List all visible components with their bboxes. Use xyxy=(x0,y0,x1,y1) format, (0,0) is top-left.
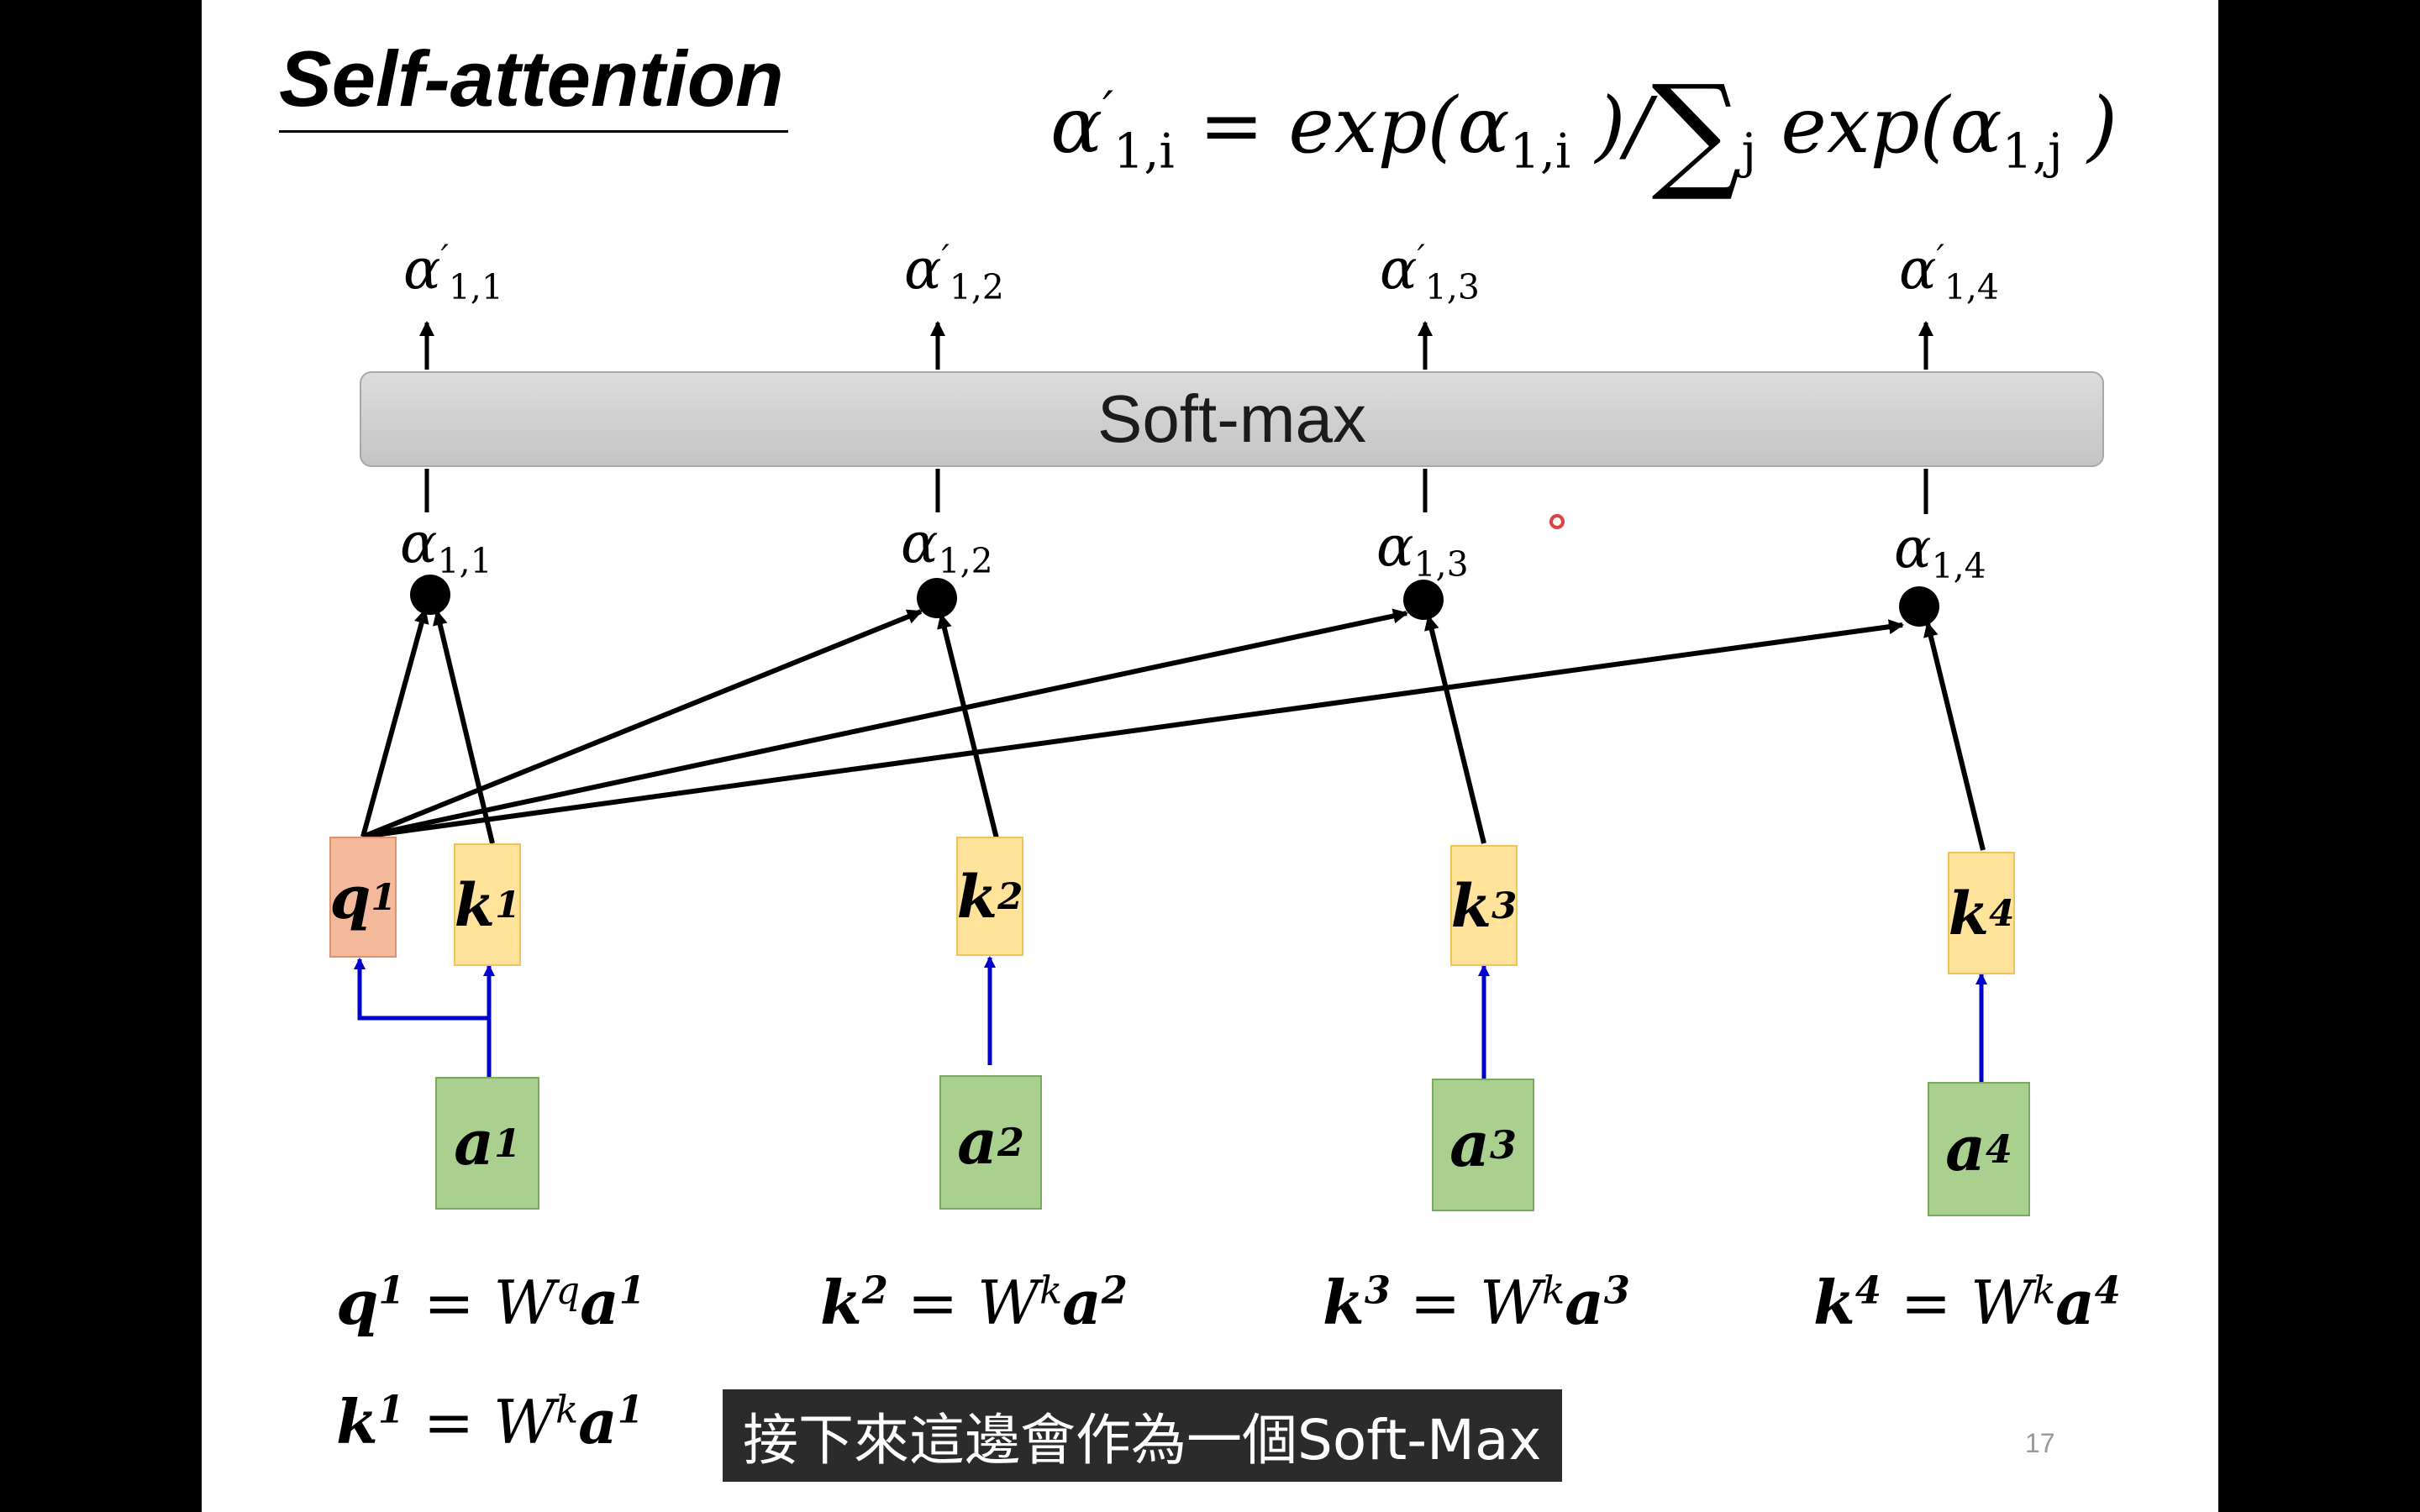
formula-lhs-prime: ′ xyxy=(1102,81,1114,138)
q-to-dot-1 xyxy=(360,608,429,837)
formula-mid-close: )/ xyxy=(1570,81,1652,171)
equation-k4: k4 = Wka4 xyxy=(1813,1267,2121,1338)
page-number: 17 xyxy=(2025,1428,2055,1458)
softmax-block: Soft-max xyxy=(360,371,2104,467)
subtitle-caption: 接下來這邊會作為一個Soft-Max xyxy=(723,1389,1562,1482)
formula-rhs-close: ) xyxy=(2062,81,2118,171)
formula-mid-sub: 1,i xyxy=(1509,123,1571,180)
formula-rhs: exp(α xyxy=(1756,81,2002,171)
output-label-2: α′1,2 xyxy=(904,237,1004,308)
q-to-dot-4 xyxy=(362,619,1904,839)
score-dot-4 xyxy=(1899,586,1939,627)
score-label-4: α1,4 xyxy=(1894,516,1986,587)
connection-wires xyxy=(354,321,1987,1084)
k3-to-dot-3 xyxy=(1424,615,1486,844)
formula-rhs-sub: 1,j xyxy=(2002,123,2063,180)
equation-q1: q1 = Wqa1 xyxy=(336,1267,645,1338)
k1-to-dot-1 xyxy=(432,610,495,844)
formula-lhs: α xyxy=(1050,81,1103,171)
score-dot-3 xyxy=(1403,580,1444,620)
q-to-dot-2 xyxy=(361,609,923,839)
slide: Self-attention α′1,i = exp(α1,i )/∑j exp… xyxy=(202,0,2218,1512)
equation-k2: k2 = Wka2 xyxy=(820,1267,1128,1338)
k2-to-dot-2 xyxy=(937,613,999,839)
a1-to-q1-wire xyxy=(354,958,489,1021)
score-label-3: α1,3 xyxy=(1376,514,1469,585)
output-label-4: α′1,4 xyxy=(1899,237,1999,308)
softmax-label: Soft-max xyxy=(1097,381,1367,456)
equation-k1: k1 = Wka1 xyxy=(336,1386,644,1457)
output-label-1: α′1,1 xyxy=(403,237,503,308)
score-dot-2 xyxy=(917,578,957,618)
slide-title: Self-attention xyxy=(279,34,784,123)
k4-to-dot-4 xyxy=(1923,622,1986,851)
pointer-cursor-icon xyxy=(1549,514,1565,529)
formula-sum-symbol: ∑ xyxy=(1651,59,1742,205)
score-label-1: α1,1 xyxy=(400,511,492,582)
title-underline xyxy=(279,130,788,133)
equation-k3: k3 = Wka3 xyxy=(1323,1267,1630,1338)
subtitle-text: 接下來這邊會作為一個Soft-Max xyxy=(743,1408,1542,1473)
formula-lhs-sub: 1,i xyxy=(1113,123,1175,180)
output-label-3: α′1,3 xyxy=(1380,237,1480,308)
softmax-formula: α′1,i = exp(α1,i )/∑j exp(α1,j ) xyxy=(1050,59,2118,205)
formula-sum-sub: j xyxy=(1741,123,1757,180)
score-label-2: α1,2 xyxy=(901,511,993,582)
q-to-dot-3 xyxy=(362,608,1408,839)
score-dot-1 xyxy=(410,575,450,615)
formula-mid: = exp(α xyxy=(1174,81,1510,171)
